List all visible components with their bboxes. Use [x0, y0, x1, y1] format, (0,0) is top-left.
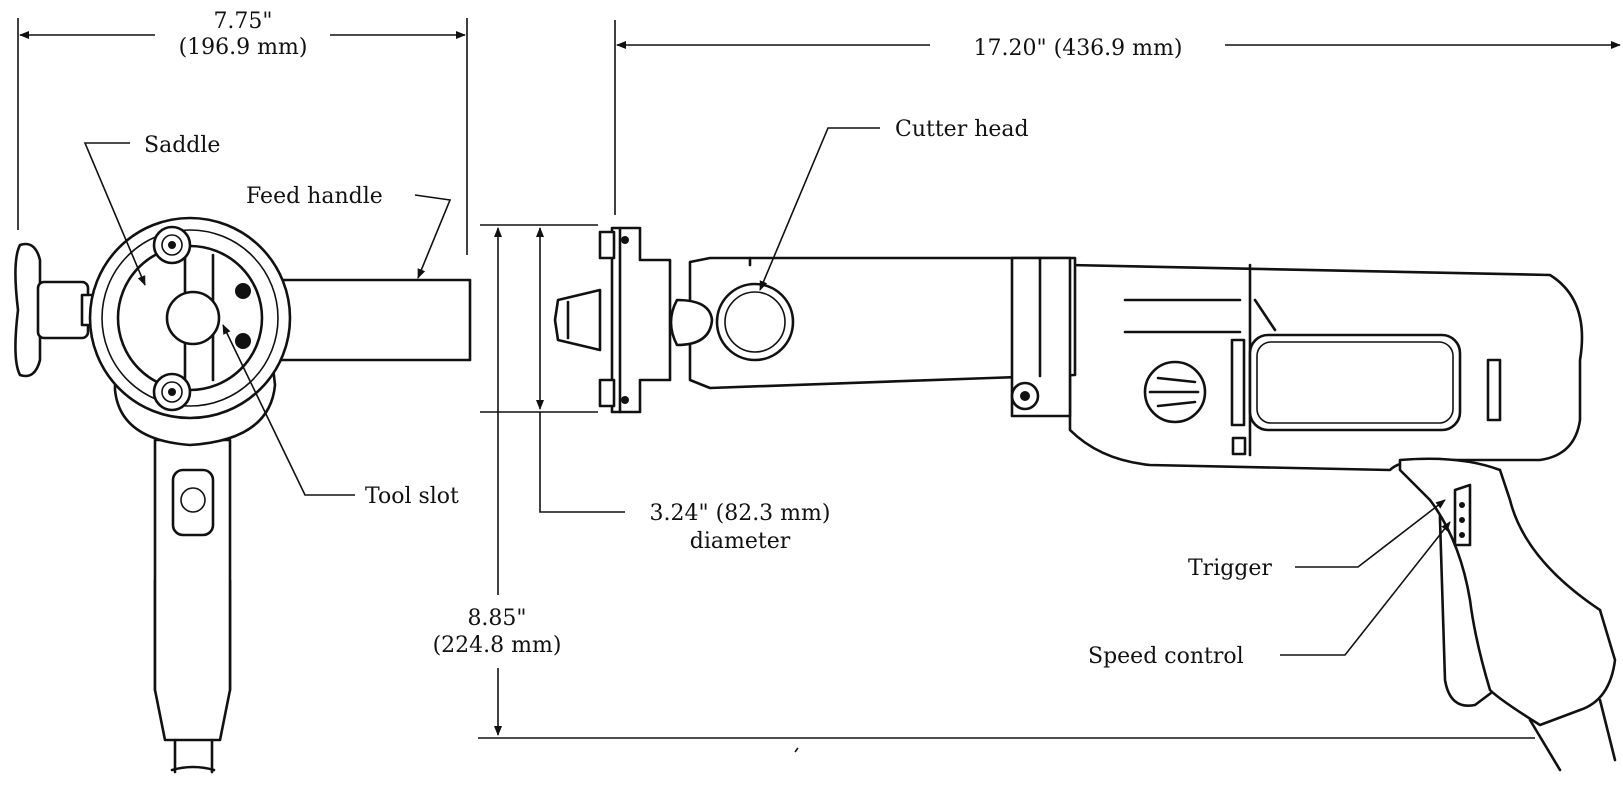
height-mm-label: (224.8 mm) [433, 633, 562, 658]
cutter-plate [610, 226, 672, 414]
diameter-value-label: 3.24" (82.3 mm) [650, 501, 831, 526]
tool-slot-label: Tool slot [365, 484, 459, 509]
feed-handle-leader [414, 194, 452, 279]
saddle-label: Saddle [144, 133, 220, 158]
barrel [688, 256, 1077, 390]
trigger-label: Trigger [1188, 556, 1272, 581]
front-view-lower-grip [153, 580, 232, 742]
feed-handle-label: Feed handle [246, 184, 383, 209]
front-view [14, 216, 472, 774]
width-mm-label: (196.9 mm) [179, 35, 308, 60]
leader-lines [83, 127, 1451, 656]
cutter-head-label: Cutter head [895, 117, 1029, 142]
speed-control-leader [1280, 521, 1451, 656]
side-panel [1248, 333, 1462, 432]
front-view-feed-handle [278, 278, 472, 362]
dimension-lines [17, 18, 1621, 753]
trigger-leader [1295, 499, 1446, 568]
length-label: 17.20" (436.9 mm) [974, 36, 1183, 61]
cutter-head [715, 282, 795, 362]
speed-control-label: Speed control [1088, 644, 1244, 669]
cutter-head-leader [759, 127, 880, 291]
labels: 7.75" (196.9 mm) 17.20" (436.9 mm) Saddl… [144, 9, 1272, 669]
cutter-bit [553, 288, 602, 352]
height-inches-label: 8.85" [467, 606, 526, 631]
trigger [1453, 483, 1472, 547]
width-inches-label: 7.75" [213, 9, 272, 34]
side-view [553, 226, 1617, 772]
diameter-word-label: diameter [690, 529, 791, 554]
saddle-leader [83, 142, 146, 286]
front-view-button [171, 468, 215, 537]
wing-nut [14, 242, 42, 378]
tool-slot-leader [222, 324, 355, 496]
